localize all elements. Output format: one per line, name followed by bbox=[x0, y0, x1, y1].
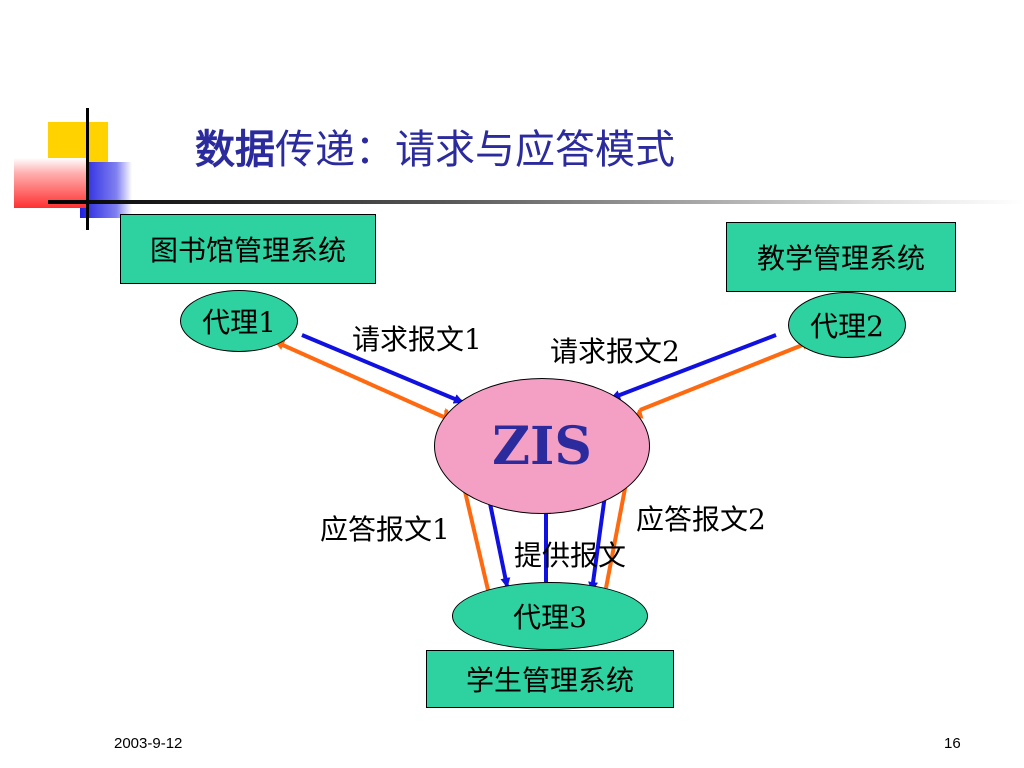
zis-hub: ZIS bbox=[434, 378, 650, 514]
student-system-box: 学生管理系统 bbox=[426, 650, 674, 708]
deco-red-square bbox=[14, 158, 88, 208]
page-title: 数据传递：请求与应答模式 bbox=[195, 130, 675, 170]
footer-date: 2003-9-12 bbox=[114, 735, 183, 752]
label-provide: 提供报文 bbox=[514, 539, 627, 572]
title-underline bbox=[48, 200, 1024, 204]
label-request2: 请求报文2 bbox=[550, 335, 680, 368]
label-response1: 应答报文1 bbox=[320, 513, 450, 546]
arrow-request1-to-zis bbox=[301, 333, 464, 404]
agent2-node: 代理2 bbox=[788, 292, 906, 358]
agent1-node: 代理1 bbox=[180, 290, 298, 352]
teaching-system-box: 教学管理系统 bbox=[726, 222, 956, 292]
footer-page-number: 16 bbox=[944, 735, 961, 752]
label-request1: 请求报文1 bbox=[352, 323, 482, 356]
label-response2: 应答报文2 bbox=[636, 503, 766, 536]
page-title-bold: 数据 bbox=[195, 127, 275, 173]
agent3-node: 代理3 bbox=[452, 582, 648, 650]
deco-vertical-line bbox=[86, 108, 89, 230]
arrow-request2-to-zis bbox=[610, 333, 777, 400]
arrow-response2-to-agent2 bbox=[639, 340, 812, 412]
page-title-rest: 传递：请求与应答模式 bbox=[275, 127, 675, 173]
library-system-box: 图书馆管理系统 bbox=[120, 214, 376, 284]
arrow-response1-to-agent1 bbox=[274, 340, 447, 420]
